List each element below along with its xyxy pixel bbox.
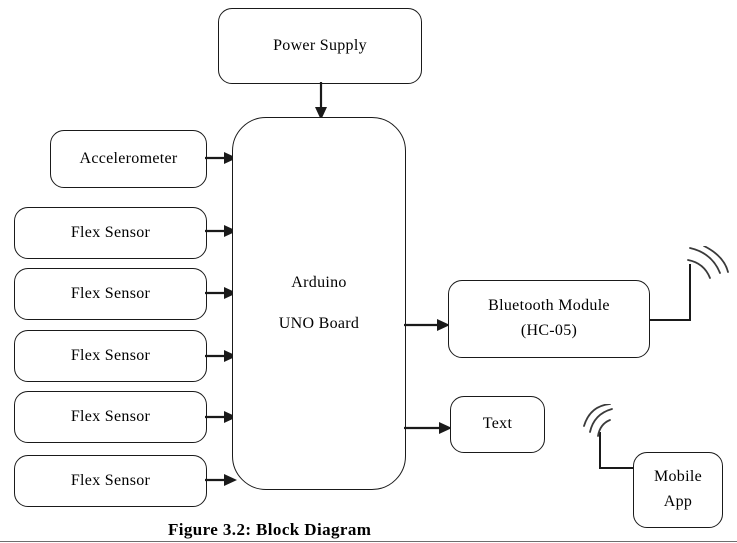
figure-caption: Figure 3.2: Block Diagram: [168, 520, 372, 539]
node-arduino-label-line2: UNO Board: [278, 314, 360, 332]
connector-arduino-to-text: [404, 422, 452, 434]
node-power-supply-label: Power Supply: [273, 36, 367, 54]
page-bottom-rule: [0, 541, 737, 542]
connector-flex-sensor-5-to-arduino: [205, 474, 237, 486]
node-arduino-uno-board[interactable]: Arduino UNO Board: [232, 117, 406, 490]
connector-arduino-to-bluetooth: [404, 319, 450, 331]
node-text-output-label: Text: [482, 415, 513, 433]
node-flex-sensor-5[interactable]: Flex Sensor: [14, 455, 207, 507]
node-flex-sensor-3[interactable]: Flex Sensor: [14, 330, 207, 382]
node-flex-sensor-3-label: Flex Sensor: [70, 346, 151, 364]
node-flex-sensor-5-label: Flex Sensor: [70, 471, 151, 489]
connector-power-to-arduino: [315, 82, 327, 120]
node-bluetooth-label-line1: Bluetooth Module: [488, 297, 610, 315]
node-flex-sensor-2[interactable]: Flex Sensor: [14, 268, 207, 320]
node-power-supply[interactable]: Power Supply: [218, 8, 422, 84]
node-flex-sensor-1-label: Flex Sensor: [70, 223, 151, 241]
node-mobile-app-label-line2: App: [663, 493, 693, 510]
node-flex-sensor-1[interactable]: Flex Sensor: [14, 207, 207, 259]
node-arduino-label-line1: Arduino: [291, 273, 347, 291]
node-bluetooth-label-line2: (HC-05): [520, 322, 578, 339]
node-bluetooth-module[interactable]: Bluetooth Module (HC-05): [448, 280, 650, 358]
node-accelerometer-label: Accelerometer: [79, 149, 178, 167]
node-accelerometer[interactable]: Accelerometer: [50, 130, 207, 188]
bluetooth-antenna-icon: [650, 246, 729, 321]
node-flex-sensor-4[interactable]: Flex Sensor: [14, 391, 207, 443]
node-text-output[interactable]: Text: [450, 396, 545, 453]
node-flex-sensor-2-label: Flex Sensor: [70, 284, 151, 302]
node-mobile-app[interactable]: Mobile App: [633, 452, 723, 528]
node-mobile-app-label-line1: Mobile: [653, 468, 703, 486]
node-flex-sensor-4-label: Flex Sensor: [70, 407, 151, 425]
